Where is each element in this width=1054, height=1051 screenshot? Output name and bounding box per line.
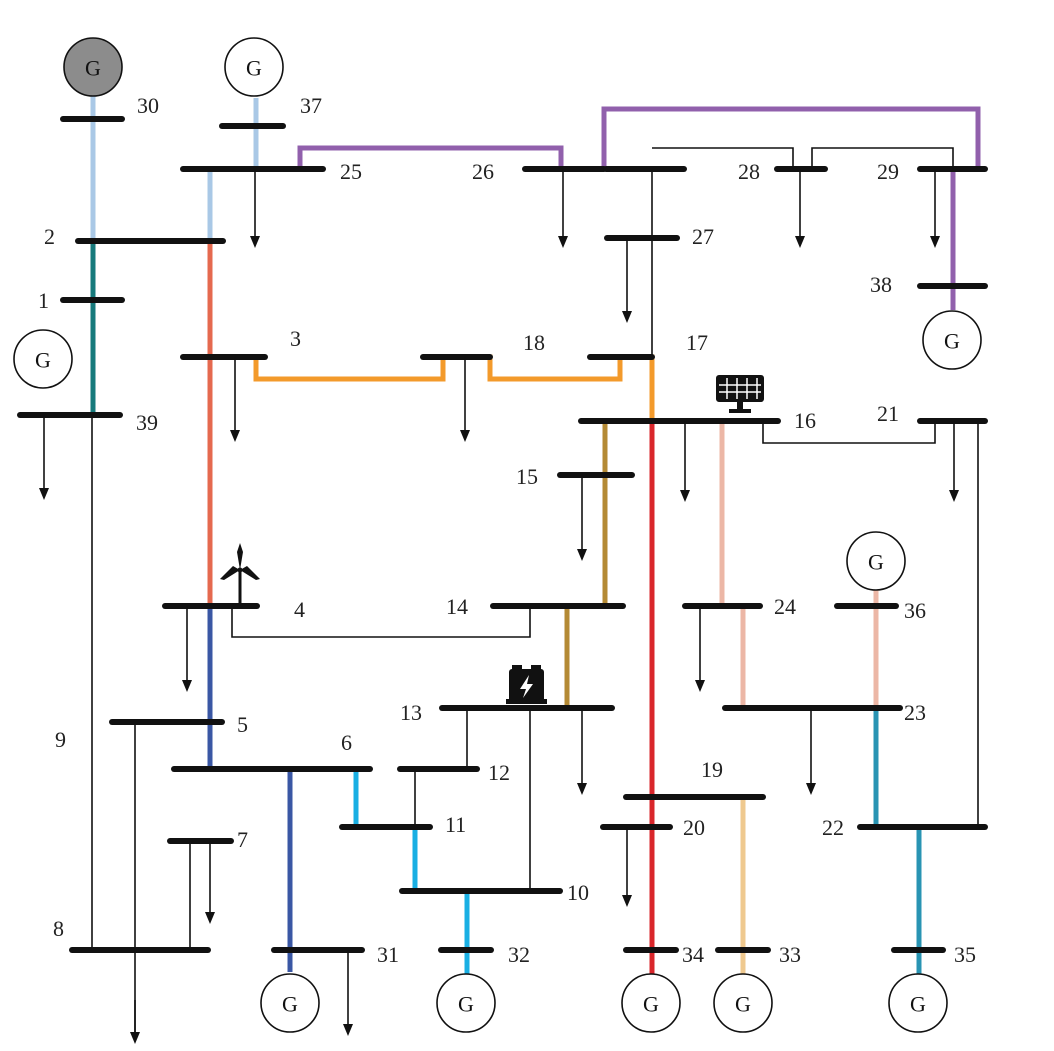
bus-label-30: 30 [137, 93, 159, 118]
load-arrow-bus-20 [622, 827, 632, 907]
path-3-18-17-16 [210, 354, 763, 424]
bus-label-20: 20 [683, 815, 705, 840]
bus-label-31: 31 [377, 942, 399, 967]
generator-35: G [888, 973, 948, 1033]
load-arrow-bus-21 [949, 421, 959, 502]
bus-label-3: 3 [290, 326, 301, 351]
generator-33: G [713, 973, 773, 1033]
bus-label-27: 27 [692, 224, 714, 249]
bus-label-1: 1 [38, 288, 49, 313]
bus-label-15: 15 [516, 464, 538, 489]
bus-label-38: 38 [870, 272, 892, 297]
svg-text:G: G [868, 550, 884, 575]
load-arrow-bus-27 [622, 238, 632, 323]
bus-label-18: 18 [523, 330, 545, 355]
path-4-6-31 [207, 606, 356, 972]
generator-30: G [63, 37, 123, 97]
svg-text:G: G [35, 348, 51, 373]
generator-36: G [846, 531, 906, 591]
load-arrow-bus-23 [806, 708, 816, 795]
bus-label-14: 14 [446, 594, 468, 619]
bus-label-6: 6 [341, 730, 352, 755]
bus-label-11: 11 [445, 812, 466, 837]
load-arrow-bus-28 [795, 169, 805, 248]
bus-label-34: 34 [682, 942, 704, 967]
bus-label-22: 22 [822, 815, 844, 840]
load-arrow-bus-24 [695, 606, 705, 692]
svg-text:G: G [944, 329, 960, 354]
bus-label-13: 13 [400, 700, 422, 725]
load-arrow-bus-29 [930, 169, 940, 248]
generator-39: G [13, 329, 73, 389]
load-arrow-bus-39 [39, 415, 49, 500]
network-branches [91, 147, 979, 1032]
generator-31: G [260, 973, 320, 1033]
bus-label-21: 21 [877, 401, 899, 426]
load-arrow-bus-16 [680, 421, 690, 502]
bus-label-33: 33 [779, 942, 801, 967]
bus-label-8: 8 [53, 916, 64, 941]
svg-text:G: G [458, 992, 474, 1017]
path-23-22-35 [873, 708, 922, 975]
svg-text:G: G [910, 992, 926, 1017]
bus-label-26: 26 [472, 159, 494, 184]
battery-storage-icon [506, 665, 547, 704]
load-arrow-bus-18 [460, 357, 470, 442]
bus-label-17: 17 [686, 330, 708, 355]
bus-labels: 30 37 25 26 28 29 2 27 1 38 3 18 17 39 1… [38, 93, 976, 967]
bus-label-39: 39 [136, 410, 158, 435]
generator-38: G [922, 310, 982, 370]
load-arrow-bus-4 [182, 606, 192, 692]
svg-text:G: G [246, 56, 262, 81]
bus-label-23: 23 [904, 700, 926, 725]
path-16-19-34 [649, 421, 743, 975]
load-arrow-bus-7 [205, 841, 215, 924]
bus-label-9: 9 [55, 727, 66, 752]
load-arrow-bus-31 [343, 950, 353, 1036]
bus-label-16: 16 [794, 408, 816, 433]
bus-label-10: 10 [567, 880, 589, 905]
load-arrow-bus-15 [577, 475, 587, 561]
load-arrow-bus-3 [230, 357, 240, 442]
bus-label-24: 24 [774, 594, 796, 619]
solar-panel-icon [716, 375, 764, 413]
loads [39, 169, 959, 1044]
generator-32: G [436, 973, 496, 1033]
bus-label-19: 19 [701, 757, 723, 782]
bus-bars [17, 116, 988, 953]
bus-label-5: 5 [237, 712, 248, 737]
bus-label-4: 4 [294, 597, 305, 622]
load-arrow-bus-26 [558, 169, 568, 248]
load-arrow-bus-12 [577, 708, 587, 795]
bus-label-28: 28 [738, 159, 760, 184]
bus-label-36: 36 [904, 598, 926, 623]
generator-34: G [621, 973, 681, 1033]
bus-label-32: 32 [508, 942, 530, 967]
svg-text:G: G [85, 56, 101, 81]
generators: G G G G G G G G [13, 37, 982, 1033]
wind-turbine-icon [220, 543, 260, 604]
path-6-10-32 [353, 769, 470, 974]
path-30-2-25 [90, 90, 259, 244]
path-16-24-23-36 [719, 421, 879, 711]
bus-label-37: 37 [300, 93, 322, 118]
path-16-14-13 [564, 423, 608, 708]
svg-text:G: G [282, 992, 298, 1017]
load-arrow-bus-25 [250, 169, 260, 248]
bus-label-2: 2 [44, 224, 55, 249]
svg-text:G: G [643, 992, 659, 1017]
bus-label-25: 25 [340, 159, 362, 184]
generator-37: G [224, 37, 284, 97]
bus-label-29: 29 [877, 159, 899, 184]
svg-text:G: G [735, 992, 751, 1017]
bus-label-35: 35 [954, 942, 976, 967]
bus-label-7: 7 [237, 827, 248, 852]
bus-label-12: 12 [488, 760, 510, 785]
load-arrow-bus-8 [130, 1000, 140, 1044]
